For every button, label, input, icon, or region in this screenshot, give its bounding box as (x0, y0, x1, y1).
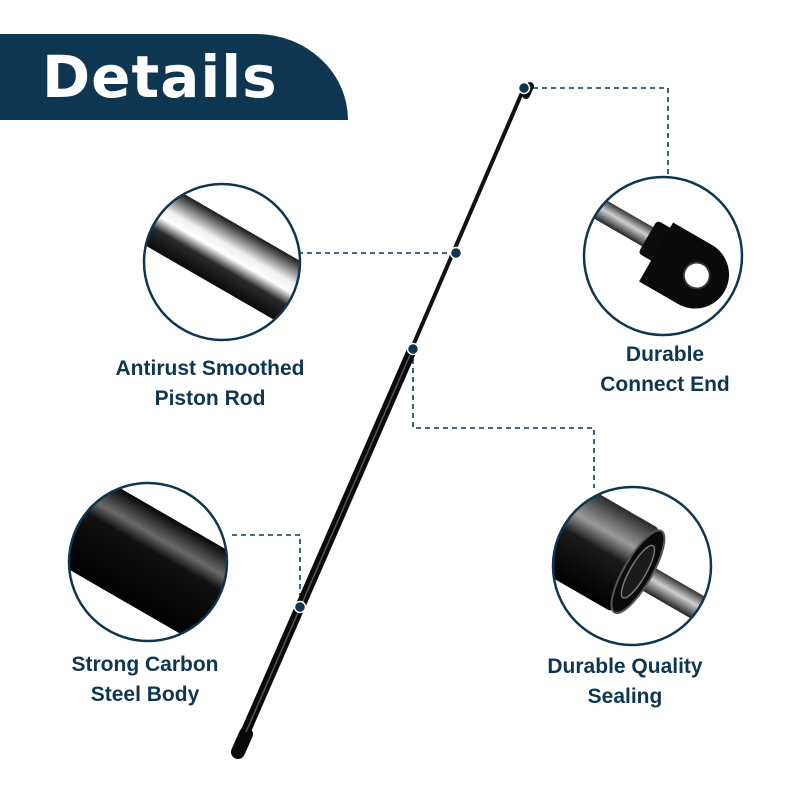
label-piston-rod-line2: Piston Rod (154, 387, 266, 410)
connect-end-closeup (582, 175, 744, 337)
dot-body (293, 600, 307, 614)
connector-body (228, 534, 301, 607)
connector-sealing (412, 350, 595, 488)
banner-title: Details (42, 43, 278, 111)
label-piston-rod-line1: Antirust Smoothed (115, 357, 305, 380)
dot-piston-rod (449, 246, 463, 260)
dot-sealing (406, 342, 420, 356)
label-steel-body: Strong Carbon Steel Body (50, 650, 240, 710)
label-connect-end: Durable Connect End (575, 340, 755, 400)
connector-dots (293, 81, 531, 614)
label-sealing-line2: Sealing (587, 685, 663, 708)
dot-connect-end (517, 81, 531, 95)
label-piston-rod: Antirust Smoothed Piston Rod (100, 354, 320, 414)
gas-strut-product (231, 82, 534, 759)
label-connect-end-line2: Connect End (600, 373, 730, 396)
sealing-closeup (551, 485, 713, 647)
details-banner (0, 34, 348, 120)
label-steel-body-line1: Strong Carbon (71, 653, 219, 676)
label-steel-body-line2: Steel Body (90, 683, 200, 706)
label-connect-end-line1: Durable (625, 343, 705, 366)
piston-rod-closeup (142, 182, 302, 342)
connector-lines (228, 87, 669, 607)
steel-body-closeup (67, 481, 229, 643)
connector-connect-end (524, 87, 669, 176)
label-sealing: Durable Quality Sealing (530, 652, 720, 712)
label-sealing-line1: Durable Quality (547, 655, 703, 678)
